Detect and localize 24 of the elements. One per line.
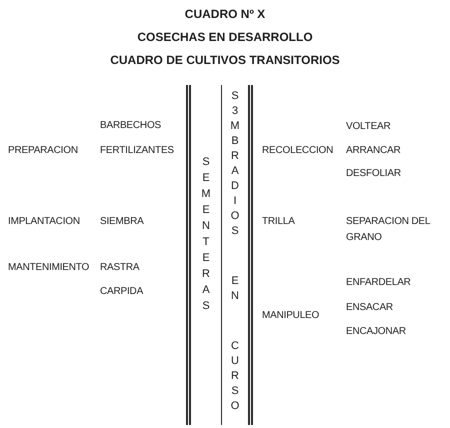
subtitle: CUADRO DE CULTIVOS TRANSITORIOS [110, 53, 340, 67]
stage-label: PREPARACION [8, 145, 78, 157]
task-label: VOLTEAR [346, 121, 391, 133]
vertical-text: SEMENTERAS [201, 155, 211, 314]
task-label: BARBECHOS [100, 120, 161, 132]
task-label: SIEMBRA [100, 216, 144, 228]
stage-label: TRILLA [262, 216, 295, 228]
task-label: DESFOLIAR [346, 168, 401, 180]
column-band [186, 85, 222, 425]
task-label: ENSACAR [346, 302, 393, 314]
task-label: CARPIDA [100, 286, 144, 298]
task-label: ENCAJONAR [346, 326, 406, 338]
title: CUADRO Nº X [184, 7, 266, 21]
task-label: FERTILIZANTES [100, 145, 174, 157]
stage-label: MANTENIMIENTO [8, 262, 90, 274]
stage-label: RECOLECCION [262, 145, 334, 157]
stage-label: MANIPULEO [262, 310, 320, 322]
task-label: ENFARDELAR [346, 277, 411, 289]
task-label: SEPARACION DEL GRANO [346, 214, 432, 244]
task-label: ARRANCAR [346, 145, 401, 157]
vertical-text: S3MBRADIOS EN CURSO [230, 89, 240, 414]
subtitle: COSECHAS EN DESARROLLO [137, 30, 313, 44]
stage-label: IMPLANTACION [8, 216, 80, 228]
task-label: RASTRA [100, 262, 140, 274]
